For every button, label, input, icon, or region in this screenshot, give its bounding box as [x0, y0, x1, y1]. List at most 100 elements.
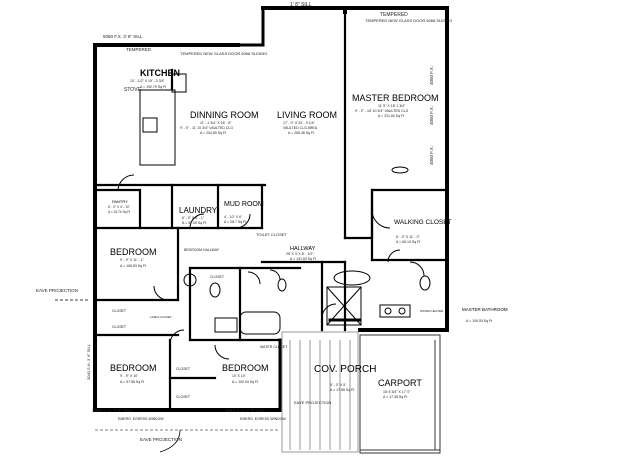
note-stove: STOVE: [124, 87, 142, 93]
door-toilet: [269, 269, 281, 281]
note-closet-e: CLOSET: [176, 395, 191, 399]
dining-area: A = 204.80 Sq Ft: [200, 131, 226, 135]
door-bed3: [214, 344, 230, 360]
bedroom2-name: BEDROOM: [110, 363, 157, 373]
master-tub: [333, 270, 371, 286]
porch-slab: [281, 331, 359, 453]
wall-west-bottom: [93, 298, 282, 412]
fixtures: [139, 73, 431, 335]
pantry-name: PANTRY: [112, 199, 128, 204]
note-egress-a: EMERG. EGRESS WINDOW: [118, 417, 164, 421]
kitchen-name: KITCHEN: [140, 68, 180, 78]
door-pantry: [117, 174, 135, 191]
sink-b: [398, 307, 406, 315]
bedroom1-name: BEDROOM: [110, 247, 157, 257]
mud-area: A = 28.7 Sq Ft: [224, 220, 246, 224]
toilet-1: [209, 282, 221, 298]
laundry-name: LAUNDRY: [179, 206, 218, 215]
note-sill-3040-b: 3040 S.H. 3' 6" SILL: [225, 408, 266, 413]
kitchen-sink: [142, 117, 158, 133]
door-wic: [387, 249, 401, 263]
living-clg: VAULTED CLG AREA: [283, 126, 318, 130]
master-name: MASTER BEDROOM: [352, 93, 439, 103]
porch-name: COV. PORCH: [314, 364, 376, 375]
wic-area: A = 65.10 Sq Ft: [396, 240, 420, 244]
door-bath: [247, 271, 261, 285]
wall-north-kitchen: [93, 43, 240, 227]
carport-slab: [359, 334, 441, 454]
carport-name: CARPORT: [378, 378, 422, 388]
mud-dims: 4' - 10" X 6': [224, 215, 242, 219]
room-labels: KITCHEN 10' - 1/2" X 19' - 3 3/4" A = 19…: [108, 68, 508, 399]
living-dims: 17' - 0" X 20' - 9 1/4": [283, 121, 316, 125]
master-area: A = 221.60 Sq Ft: [378, 114, 404, 118]
bedroom1-dims: 9' - 9" X 11' - 1": [120, 258, 145, 262]
dining-dims: 11' - 1 3/4" X 16' - 8": [200, 121, 232, 125]
note-closet-d: CLOSET: [176, 367, 191, 371]
stove-top: [171, 73, 187, 93]
note-sill-top: 1' 8" SILL: [290, 2, 312, 8]
wh-circle: [183, 273, 197, 287]
door-master: [371, 209, 391, 229]
note-closet-b: CLOSET: [112, 309, 127, 313]
door-mbath: [409, 261, 425, 277]
laundry-area: A = 37.00 Sq Ft: [182, 221, 206, 225]
bedroom2-area: A = 97.56 Sq Ft: [120, 380, 144, 384]
note-closet-c: CLOSET: [112, 325, 127, 329]
mud-name: MUD ROOM: [224, 201, 264, 208]
note-sill-3040-a: 3040 S.H. 3' 6" SILL: [92, 408, 133, 413]
bed-marker: [391, 166, 409, 174]
bedroom2-dims: 9' - 9" X 10': [120, 374, 138, 378]
toilet-2: [419, 275, 431, 291]
note-tempered-top: TEMPERED: [380, 12, 408, 18]
note-window-5050: 5050 F.X. 3' 6" SILL: [103, 34, 143, 39]
note-water-closet: WATER CLOSET: [260, 345, 288, 349]
callouts: 1' 8" SILL TEMPERED TEMPERED NEW GLASS D…: [36, 2, 452, 442]
note-closet-a: CLOSET: [210, 275, 225, 279]
note-tempered-kitchen: TEMPERED: [126, 47, 152, 52]
sink-a: [384, 307, 392, 315]
wic-dims: 6' - 0" X 11' - 0": [396, 235, 421, 239]
eave-curve: [159, 429, 181, 453]
porch-area: A = 17.58 Sq Ft: [330, 388, 354, 392]
bathtub: [239, 311, 281, 335]
hallway-name: HALLWAY: [290, 246, 316, 252]
bedroom1-area: A = 106.53 Sq Ft: [120, 264, 146, 268]
pantry-area: A = 23.74 Sq Ft: [108, 210, 130, 214]
door-bed1: [153, 285, 169, 301]
dining-clg: 9' - 0" - 11' 10 3/4" VAULTED CLG: [180, 126, 233, 130]
note-4050-3: 4050 F.X.: [429, 146, 434, 165]
note-eave-right: EAVE PROJECTION: [294, 400, 331, 405]
note-bedroom-hallway: BEDROOM HALLWAY: [184, 248, 220, 252]
master-clg: 9' - 2" - 16' 10 3/4" VAULTED CLG: [355, 109, 409, 113]
mbath-area: A = 109.53 Sq Ft: [466, 319, 492, 323]
door-front: [321, 303, 337, 319]
door-mud: [235, 213, 251, 229]
note-water-heater: WATER HEATER: [420, 309, 444, 313]
bedroom3-name: BEDROOM: [222, 363, 269, 373]
door-laundry: [189, 213, 205, 229]
bedroom3-dims: 10' X 10': [232, 374, 246, 378]
note-egress-b: EMERG. EGRESS WINDOW: [240, 417, 286, 421]
door-bed2: [169, 329, 185, 346]
note-4050-2: 4050 F.X.: [429, 106, 434, 125]
carport-dims: 16' 5 3/4" X 17' 0": [383, 390, 411, 394]
wall-west-dining: [236, 6, 265, 47]
wic-name: WALKING CLOSET: [394, 219, 452, 226]
mbath-name: MASTER BATHROOM: [462, 307, 508, 312]
master-dims: 11' 5" X 18' 1 3/4": [378, 104, 406, 108]
kitchen-area: A = 192.79 Sq Ft: [140, 85, 166, 89]
living-name: LIVING ROOM: [277, 110, 337, 120]
pantry-dims: 6' - 0" X 4' - 10": [108, 205, 130, 209]
note-linen-closet: LINEN CLOSET: [150, 315, 172, 319]
dining-name: DINNING ROOM: [190, 110, 259, 120]
carport-area: A = 17.38 Sq Ft: [383, 395, 407, 399]
note-toilet-closet: TOILET CLOSET: [256, 232, 288, 237]
laundry-dims: 6' - 0" X 6' - 1": [182, 216, 205, 220]
note-eave-bottom: EAVE PROJECTION: [140, 437, 182, 442]
vanity-1: [214, 317, 238, 333]
shower: [326, 286, 362, 326]
note-door-kitchen: TEMPERED NEW GLASS DOOR 6068 SLIDING: [180, 51, 267, 56]
toilet-3: [277, 278, 287, 292]
